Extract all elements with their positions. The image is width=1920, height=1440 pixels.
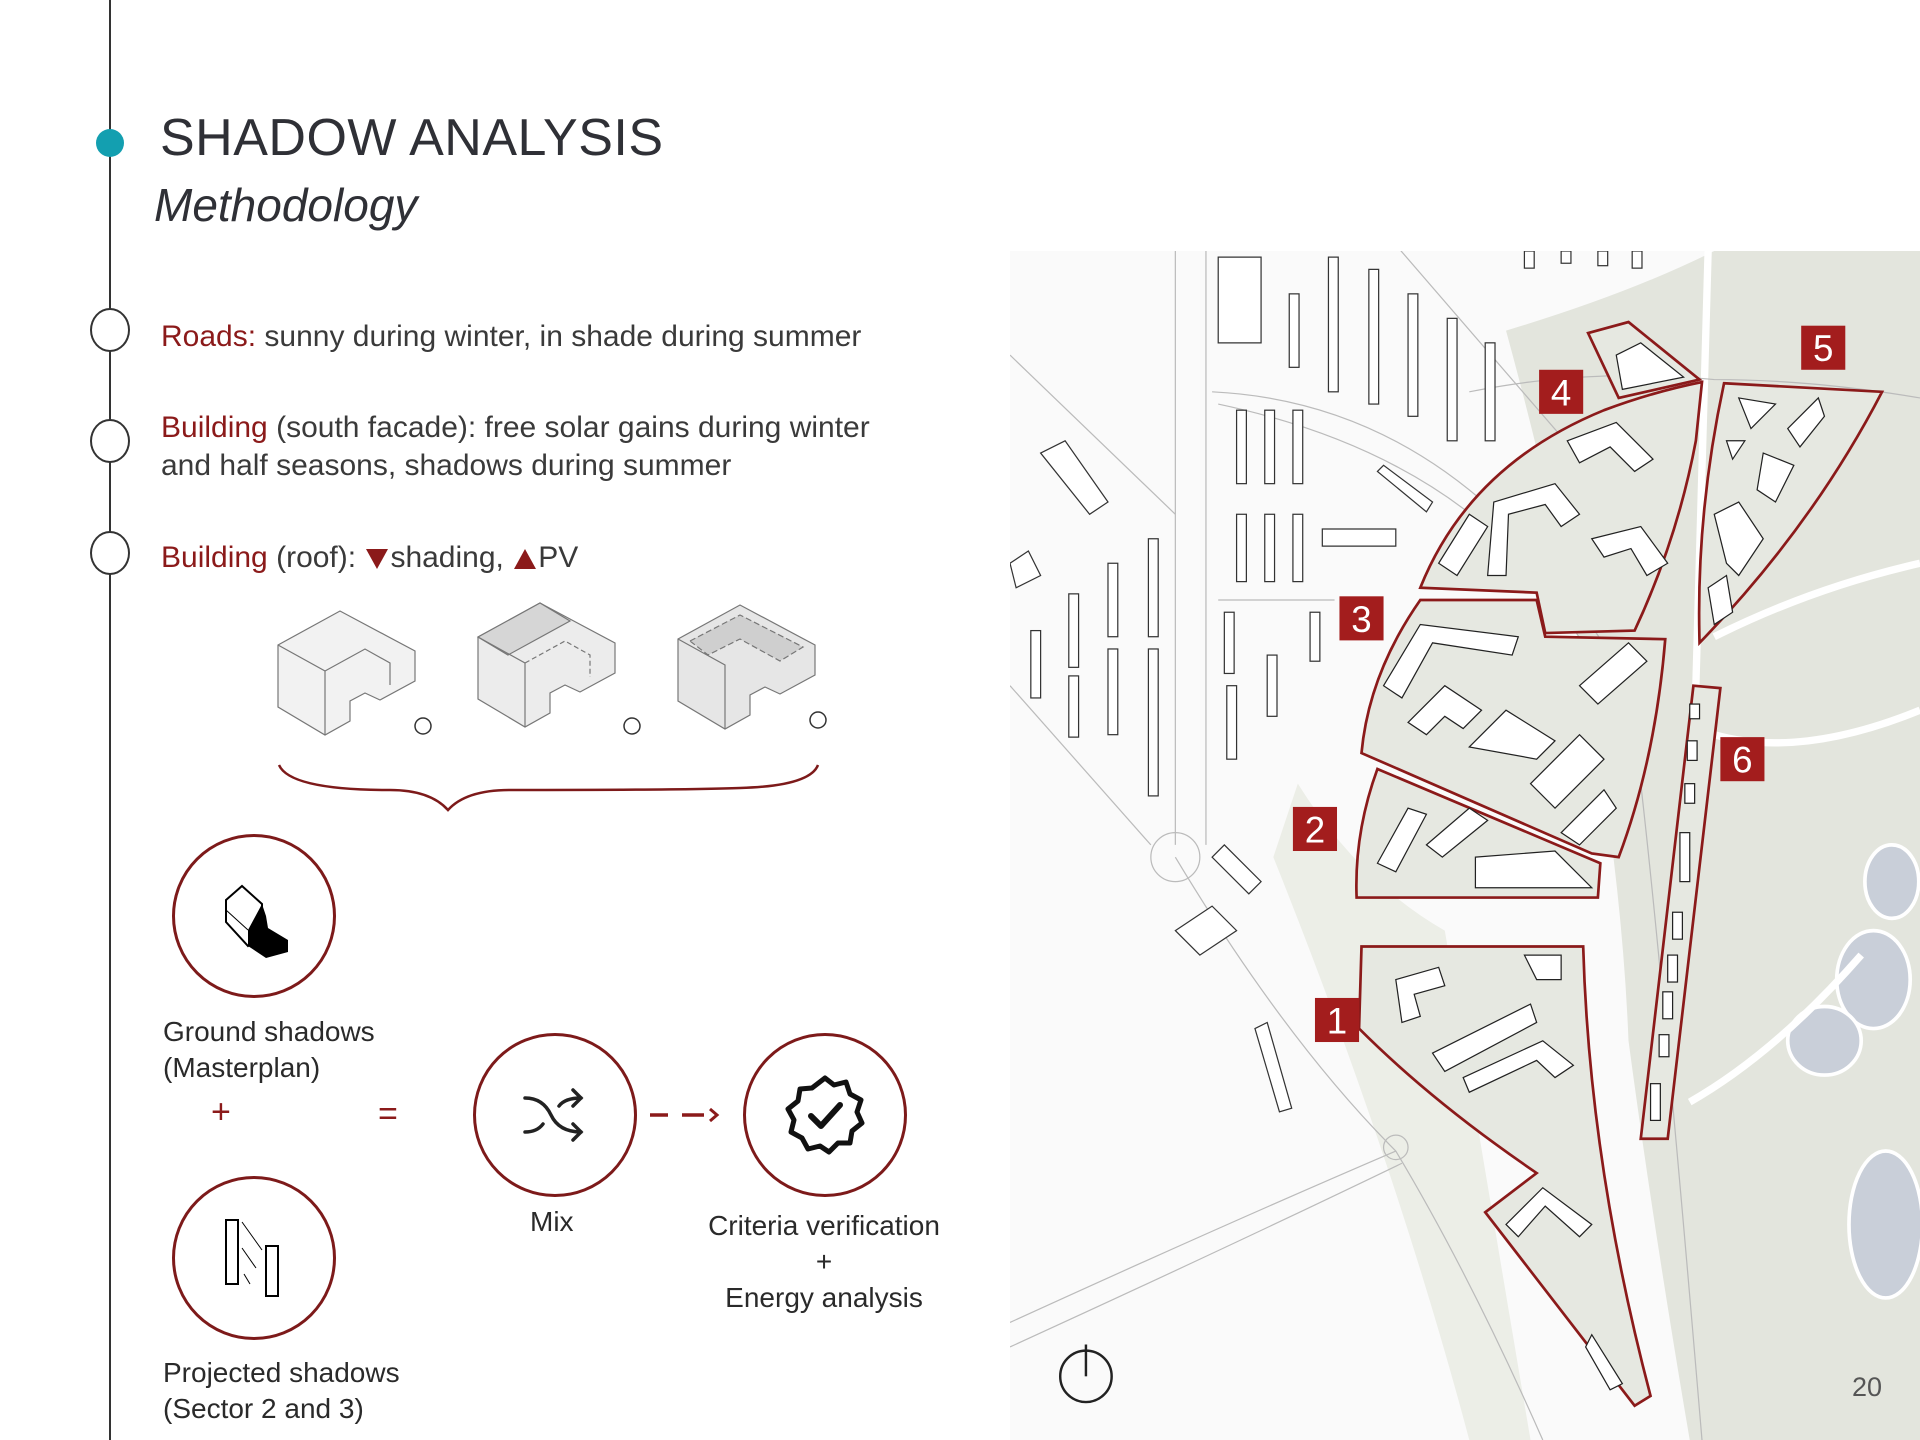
timeline-node [90, 531, 130, 575]
result-label: Criteria verification + Energy analysis [664, 1208, 984, 1316]
sector-3-label: 3 [1351, 599, 1371, 640]
timeline-line [109, 0, 111, 1440]
page-title: SHADOW ANALYSIS [160, 109, 664, 167]
label-line: Energy analysis [725, 1282, 923, 1313]
timeline-active-dot [96, 129, 124, 157]
sector-1 [1357, 945, 1653, 1408]
sector-2-badge [1292, 806, 1338, 852]
triangle-down-icon [366, 549, 389, 570]
sector-2-label: 2 [1305, 809, 1325, 850]
sector-1-label: 1 [1327, 1000, 1347, 1041]
building-iso-pv [677, 604, 816, 730]
sector-6-badge [1720, 737, 1765, 782]
mix-circle [473, 1033, 637, 1197]
label-line: (Masterplan) [163, 1052, 321, 1083]
sector-4-badge [1539, 369, 1584, 414]
label-line: (Sector 2 and 3) [163, 1393, 364, 1424]
north-arrow-icon [1058, 1344, 1113, 1404]
page-subtitle: Methodology [154, 179, 418, 231]
sector-5 [1697, 381, 1885, 647]
sector-4-label: 4 [1551, 372, 1571, 413]
roads-item: Roads: sunny during winter, in shade dur… [161, 318, 861, 356]
sector-buildings [1376, 342, 1826, 1391]
label-line: Projected shadows [163, 1357, 400, 1388]
sector-labels: 1 2 3 4 5 6 [1292, 325, 1846, 1043]
projected-shadow-icon [225, 1219, 279, 1297]
item-highlight: Roads: [161, 320, 257, 353]
ground-shadows-label: Ground shadows (Masterplan) [163, 1014, 375, 1086]
timeline-node [90, 308, 130, 352]
building-iso-plain [277, 610, 416, 736]
context-buildings [1010, 251, 1643, 1113]
sun-icon [623, 717, 641, 735]
lakes [1785, 843, 1920, 1300]
equals-sign: = [378, 1095, 398, 1133]
sector-5-badge [1801, 325, 1846, 370]
label-line: Ground shadows [163, 1016, 375, 1047]
shuffle-icon [523, 1088, 584, 1142]
sector-3-badge [1339, 596, 1384, 641]
roof-item: Building (roof): shading, PV [161, 539, 578, 577]
label-line: + [815, 1246, 833, 1277]
grouping-brace [277, 764, 820, 812]
roof-scenarios-illustration [277, 602, 827, 812]
building-shadow-icon [225, 884, 288, 958]
item-text: sunny during winter, in shade during sum… [256, 320, 862, 353]
mix-label: Mix [530, 1206, 574, 1237]
sector-5-label: 5 [1813, 328, 1833, 369]
item-text: (roof): [267, 541, 365, 574]
plus-sign: + [211, 1093, 231, 1131]
item-text-line2: and half seasons, shadows during summer [161, 449, 732, 482]
shading-label: shading, [390, 541, 513, 574]
item-highlight: Building [161, 541, 268, 574]
pv-label: PV [538, 541, 579, 574]
building-iso-shading [476, 602, 616, 728]
sun-icon [414, 717, 432, 735]
sector-6-label: 6 [1732, 740, 1752, 781]
verified-badge-icon [785, 1075, 865, 1155]
facade-item: Building (south facade): free solar gain… [161, 409, 870, 485]
masterplan-map: 1 2 3 4 5 6 [1010, 251, 1920, 1440]
green-strip [1273, 783, 1531, 1440]
triangle-up-icon [514, 549, 537, 570]
sector-1-badge [1314, 997, 1360, 1043]
item-text: (south facade): free solar gains during … [267, 411, 870, 444]
page-number: 20 [1852, 1372, 1883, 1402]
projected-shadows-label: Projected shadows (Sector 2 and 3) [163, 1355, 400, 1427]
sun-icon [809, 711, 827, 729]
verification-circle [743, 1033, 907, 1197]
item-highlight: Building [161, 411, 268, 444]
timeline-node [90, 419, 130, 463]
dashed-arrow [650, 1107, 720, 1123]
ground-shadow-circle [172, 834, 336, 998]
label-line: Criteria verification [708, 1210, 940, 1241]
projected-shadow-circle [172, 1176, 336, 1340]
